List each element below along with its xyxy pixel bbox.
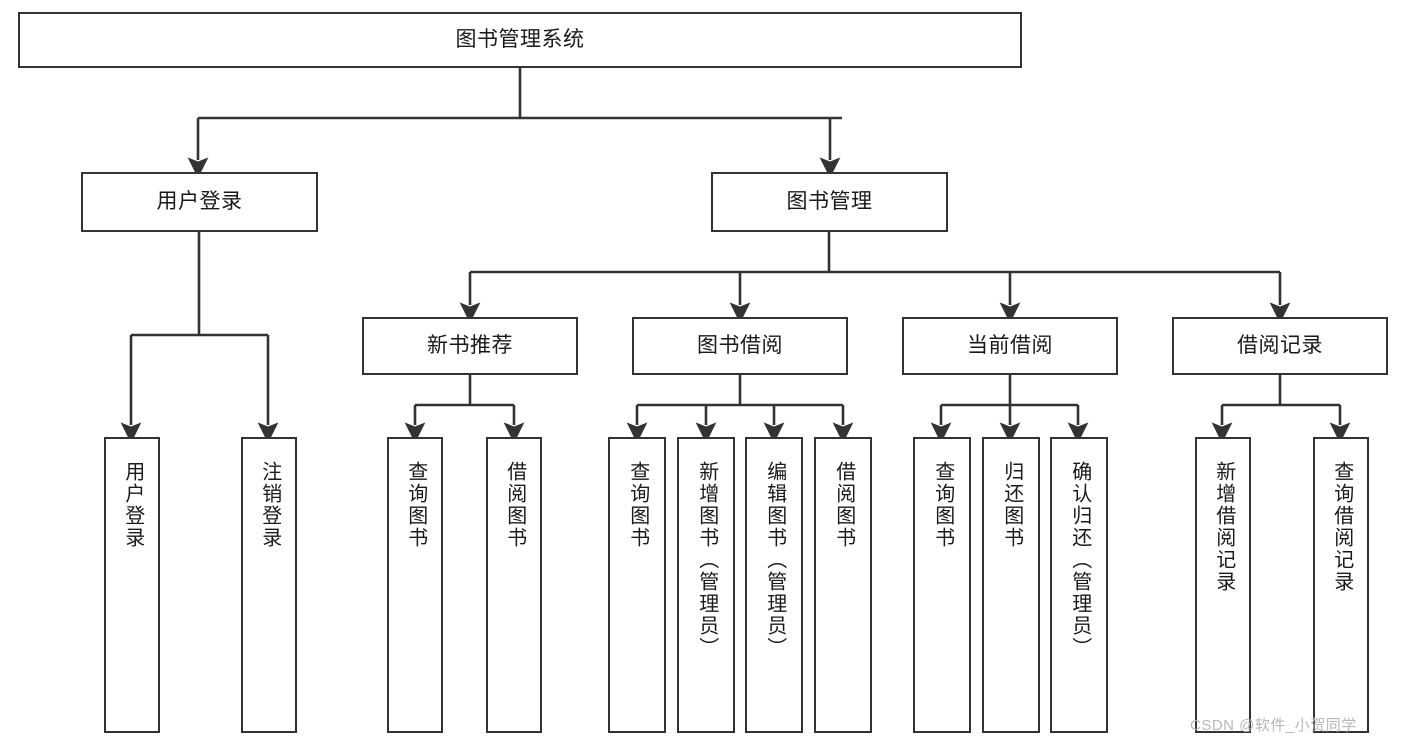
leaf-new-book-borrow[interactable]: 借阅图书 [486, 437, 542, 733]
node-label: 借阅图书 [503, 461, 526, 549]
node-label: 新书推荐 [427, 333, 513, 357]
leaf-current-borrow-query[interactable]: 查询图书 [913, 437, 971, 733]
node-user-login[interactable]: 用户登录 [81, 172, 318, 232]
leaf-book-borrow-add[interactable]: 新增图书（管理员） [677, 437, 735, 733]
leaf-current-borrow-confirm-return[interactable]: 确认归还（管理员） [1050, 437, 1108, 733]
node-label: 当前借阅 [967, 333, 1053, 357]
leaf-borrow-record-query[interactable]: 查询借阅记录 [1313, 437, 1369, 733]
node-current-borrow[interactable]: 当前借阅 [902, 317, 1118, 375]
node-label: 查询图书 [626, 461, 649, 549]
node-label: 图书管理 [786, 189, 873, 213]
leaf-book-borrow-edit[interactable]: 编辑图书（管理员） [745, 437, 803, 733]
node-label: 借阅记录 [1237, 333, 1323, 357]
leaf-book-borrow-query[interactable]: 查询图书 [608, 437, 666, 733]
node-borrow-record[interactable]: 借阅记录 [1172, 317, 1388, 375]
node-label: 图书借阅 [697, 333, 783, 357]
node-label: 查询借阅记录 [1330, 461, 1353, 593]
node-label: 用户登录 [121, 461, 144, 549]
leaf-book-borrow-borrow[interactable]: 借阅图书 [814, 437, 872, 733]
node-book-borrow[interactable]: 图书借阅 [632, 317, 848, 375]
node-label: 新增借阅记录 [1212, 461, 1235, 593]
node-label: 新增图书（管理员） [695, 461, 718, 659]
node-new-book-recommend[interactable]: 新书推荐 [362, 317, 578, 375]
leaf-new-book-query[interactable]: 查询图书 [387, 437, 443, 733]
node-label: 查询图书 [404, 461, 427, 549]
node-label: 用户登录 [156, 189, 243, 213]
leaf-user-login-login[interactable]: 用户登录 [104, 437, 160, 733]
node-label: 借阅图书 [832, 461, 855, 549]
node-label: 注销登录 [258, 461, 281, 549]
csdn-watermark: CSDN @软件_小贺同学 [1190, 717, 1357, 734]
node-label: 编辑图书（管理员） [763, 461, 786, 659]
node-label: 查询图书 [931, 461, 954, 549]
leaf-current-borrow-return[interactable]: 归还图书 [982, 437, 1040, 733]
leaf-user-login-logout[interactable]: 注销登录 [241, 437, 297, 733]
leaf-borrow-record-add[interactable]: 新增借阅记录 [1195, 437, 1251, 733]
node-root-library-system[interactable]: 图书管理系统 [18, 12, 1022, 68]
node-book-management[interactable]: 图书管理 [711, 172, 948, 232]
node-label: 图书管理系统 [455, 27, 585, 51]
node-label: 确认归还（管理员） [1068, 461, 1091, 659]
node-label: 归还图书 [1000, 461, 1023, 549]
